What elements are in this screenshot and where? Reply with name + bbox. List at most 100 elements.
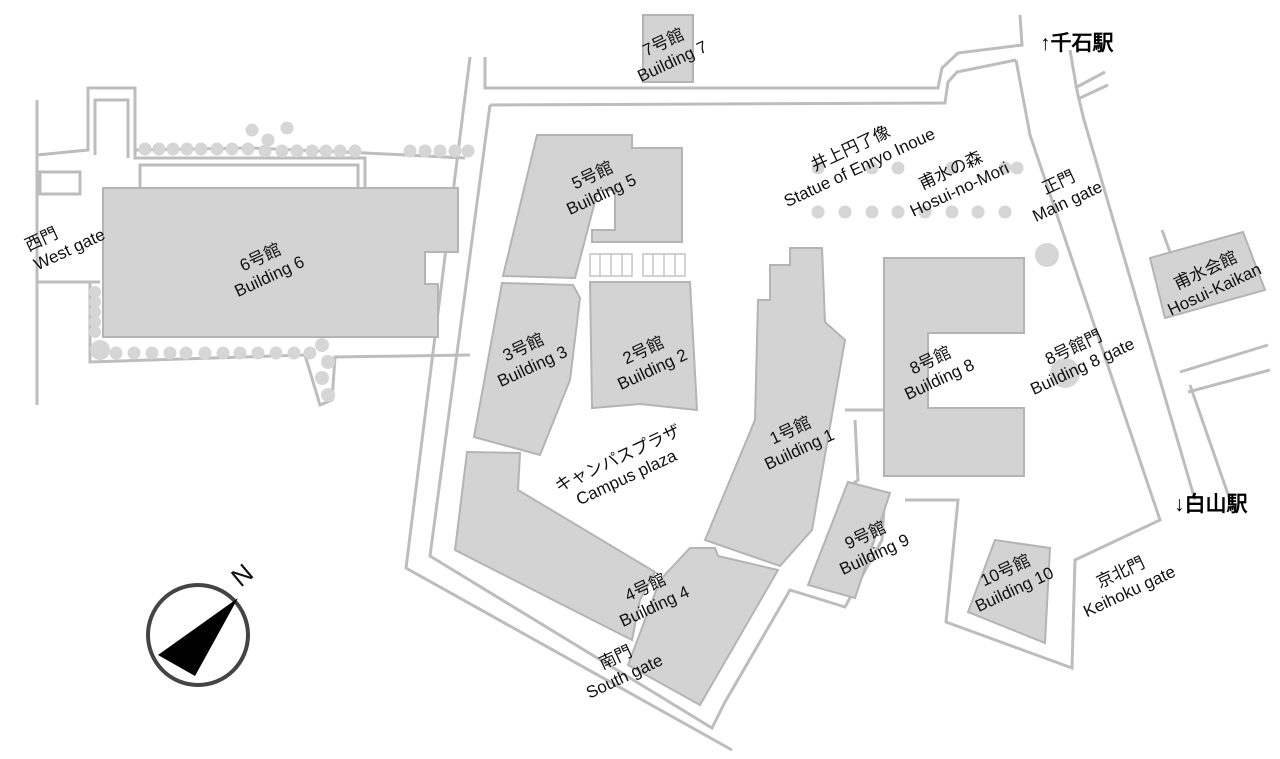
building-7[interactable] [642,14,694,83]
tree-icon [945,161,959,175]
tree-icon [152,142,166,156]
tree-icon [321,388,335,402]
tree-icon [258,144,272,158]
west-path3 [138,163,360,188]
tree-icon [210,142,224,156]
buildings [102,14,1267,707]
building-2[interactable] [588,281,699,412]
tree-icon [448,144,462,158]
hosui-kaikan[interactable] [1148,230,1267,320]
tree-icon [251,346,265,360]
station-sengoku: ↑千石駅 [1040,27,1114,57]
tree-icon [261,133,275,147]
tree-icon [315,371,329,385]
building-6[interactable] [102,187,459,338]
north-road-inner [489,58,1017,107]
station-name: 千石駅 [1050,32,1114,55]
b1-connector2 [844,419,860,492]
tree-icon [305,144,319,158]
tree-icon [433,144,447,158]
tree-icon [348,144,362,158]
arrow-up-icon: ↑ [1040,32,1051,55]
east-road-east-side [1068,49,1197,501]
building-4-south[interactable] [626,547,780,707]
west-path [36,86,367,190]
west-path5 [88,282,471,408]
tree-icon [89,326,101,338]
tree-icon [333,144,347,158]
tree-icon [89,316,101,328]
tree-icon [1050,358,1080,388]
tree-icon [811,161,825,175]
building-5[interactable] [501,134,683,280]
tree-icon [225,142,239,156]
tree-icon [811,205,825,219]
tree-icon [89,306,101,318]
building-8[interactable] [883,257,1025,477]
tree-icon [138,142,152,156]
trees [89,121,1080,402]
tree-icon [945,205,959,219]
tree-icon [241,142,255,156]
tree-icon [1010,161,1024,175]
tree-icon [998,205,1012,219]
tree-icon [194,142,208,156]
tree-icon [461,144,475,158]
tree-icon [198,346,212,360]
west-path2 [93,98,130,158]
tree-icon [89,296,101,308]
tree-icon [315,338,329,352]
tree-icon [891,161,905,175]
compass-ring [146,583,250,687]
tree-icon [163,346,177,360]
tree-icon [838,205,852,219]
station-hakusan: ↓白山駅 [1174,488,1248,518]
tree-icon [918,205,932,219]
tree-icon [245,123,259,137]
building-10[interactable] [966,538,1052,645]
campus-west-boundary-inner [428,104,887,731]
tree-icon [403,144,417,158]
north-road-outer [483,14,1024,90]
tree-icon [290,144,304,158]
tree-icon [865,205,879,219]
tree-icon [127,346,141,360]
tree-icon [109,346,123,360]
east-road-west-side [905,59,1162,671]
tree-icon [998,161,1012,175]
tree-icon [179,346,193,360]
far-east-road3 [1188,384,1232,501]
tree-icon [216,346,230,360]
tree-icon [280,121,294,135]
tree-icon [418,144,432,158]
building-4-west[interactable] [453,450,657,642]
building-9[interactable] [806,480,892,600]
tree-icon [90,340,110,360]
building-1[interactable] [703,247,847,568]
tree-icon [303,346,317,360]
arrow-down-icon: ↓ [1174,493,1185,516]
west-gate-booth [38,170,82,196]
far-east-road [1179,343,1269,374]
far-east-road2 [1187,368,1271,394]
tree-icon [233,346,247,360]
compass-arrow-icon [158,598,238,676]
east-road-branch [1074,70,1106,90]
tree-icon [145,346,159,360]
tree-icon [865,161,879,175]
station-name: 白山駅 [1184,493,1248,516]
tree-icon [1035,243,1059,267]
tree-icon [287,346,301,360]
tree-icon [971,205,985,219]
tree-icon [89,286,101,298]
tree-icon [275,144,289,158]
building-3[interactable] [472,281,582,457]
tree-icon [269,346,283,360]
tree-icon [321,355,335,369]
compass [146,583,250,687]
east-road-branch2 [1079,83,1109,100]
tree-icon [891,205,905,219]
tree-icon [166,142,180,156]
tree-icon [319,144,333,158]
